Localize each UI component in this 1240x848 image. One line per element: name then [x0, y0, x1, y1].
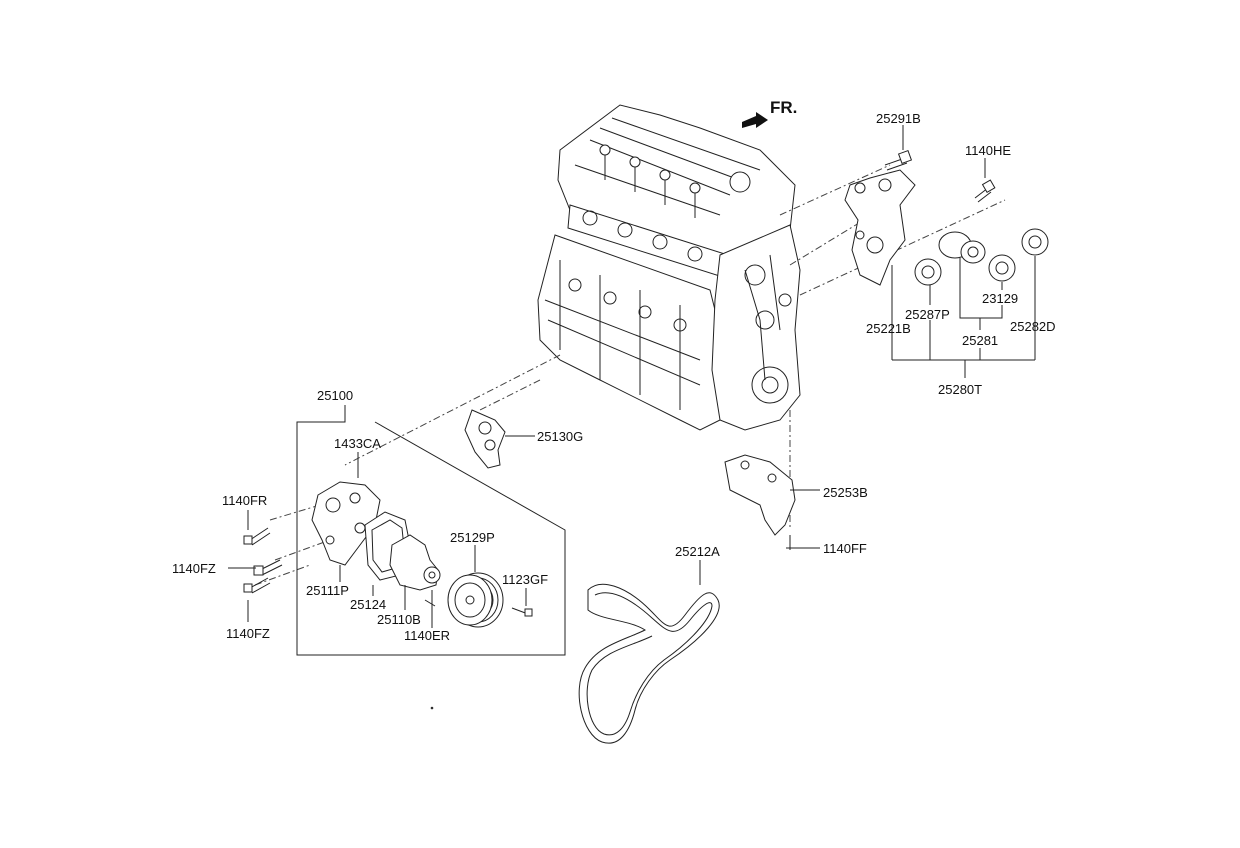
part-label-25100: 25100: [317, 388, 354, 403]
part-label-1140FZ-lower: 1140FZ: [226, 626, 270, 641]
part-label-25221B: 25221B: [866, 321, 911, 336]
part-label-1140FR: 1140FR: [222, 493, 268, 508]
part-label-25287P: 25287P: [905, 307, 950, 322]
part-label-25281: 25281: [962, 333, 999, 348]
engine-block: [537, 104, 801, 431]
part-label-23129: 23129: [982, 291, 1019, 306]
water-pump: [311, 481, 441, 607]
part-label-1140FF: 1140FF: [823, 541, 867, 556]
mounting-bracket: [724, 454, 796, 536]
gasket: [464, 409, 506, 469]
part-label-25291B: 25291B: [876, 111, 921, 126]
part-label-25253B: 25253B: [823, 485, 868, 500]
part-label-1140ER: 1140ER: [404, 628, 451, 643]
tensioner-assembly: [844, 149, 1049, 286]
water-pump-pulley: [447, 572, 504, 628]
drive-belt: [578, 583, 720, 744]
part-label-25129P: 25129P: [450, 530, 495, 545]
part-label-25124: 25124: [350, 597, 387, 612]
front-direction-label: FR.: [770, 98, 798, 117]
part-label-1433CA: 1433CA: [334, 436, 381, 451]
water-pump-group-frame: [296, 405, 566, 656]
part-label-1140FZ-upper: 1140FZ: [172, 561, 216, 576]
part-label-25130G: 25130G: [537, 429, 584, 444]
part-label-25280T: 25280T: [938, 382, 983, 397]
part-label-25282D: 25282D: [1010, 319, 1056, 334]
front-direction-arrow: [742, 112, 768, 128]
part-label-1123GF: 1123GF: [502, 572, 549, 587]
part-label-25110B: 25110B: [377, 612, 421, 627]
part-label-1140HE: 1140HE: [965, 143, 1012, 158]
part-label-25111P: 25111P: [306, 583, 349, 598]
part-label-25212A: 25212A: [675, 544, 720, 559]
